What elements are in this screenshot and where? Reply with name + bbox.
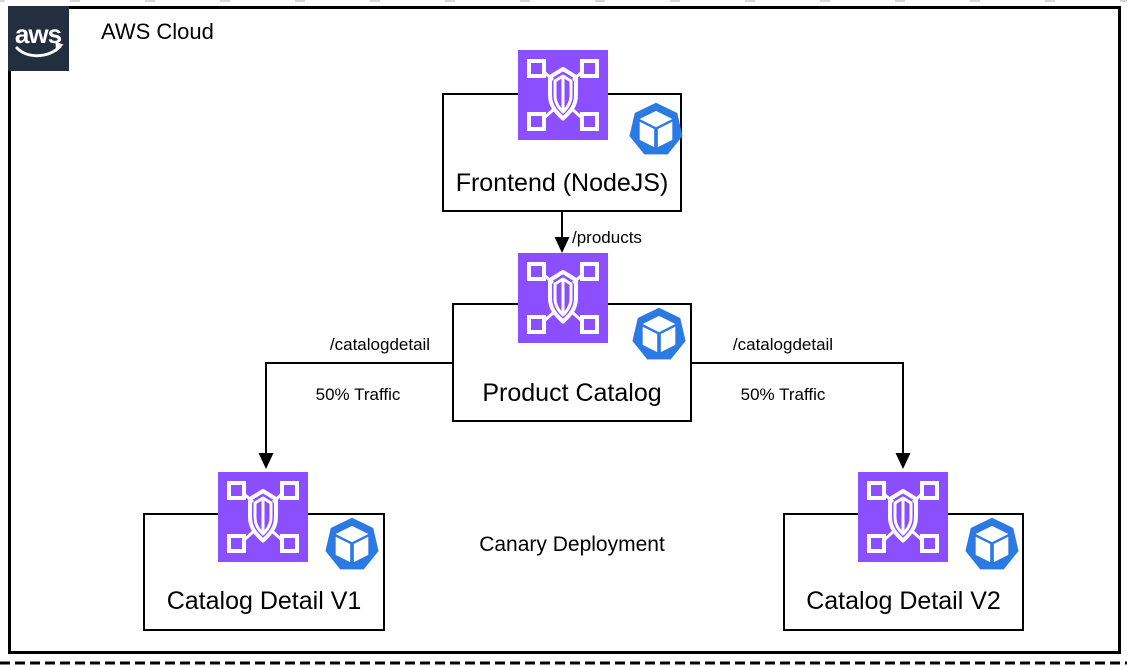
aws-logo-icon: aws: [15, 19, 64, 58]
edge-label-traffic-left: 50% Traffic: [315, 385, 401, 404]
aws-cloud-group-border: [8, 6, 1121, 654]
node-product-catalog-label: Product Catalog: [482, 379, 662, 408]
node-catalog-detail-v2-label: Catalog Detail V2: [806, 587, 1001, 616]
node-frontend-label: Frontend (NodeJS): [455, 169, 669, 198]
edge-label-catalogdetail-left: /catalogdetail: [329, 335, 431, 354]
aws-cloud-label: AWS Cloud: [101, 19, 214, 44]
app-mesh-icon: [518, 253, 608, 343]
app-mesh-icon: [518, 50, 608, 140]
app-mesh-icon: [858, 472, 948, 562]
edge-label-products: /products: [572, 228, 642, 247]
aws-logo: aws: [8, 6, 69, 71]
aws-smile-arrow-icon: [55, 42, 64, 52]
kubernetes-pod-icon: [323, 515, 381, 573]
edge-label-traffic-right: 50% Traffic: [740, 385, 826, 404]
edge-label-catalogdetail-right: /catalogdetail: [732, 335, 834, 354]
app-mesh-icon: [218, 472, 308, 562]
kubernetes-pod-icon: [627, 100, 685, 158]
canary-deployment-label: Canary Deployment: [479, 533, 665, 556]
node-catalog-detail-v1-label: Catalog Detail V1: [166, 587, 362, 616]
kubernetes-pod-icon: [630, 305, 688, 363]
aws-logo-text: aws: [15, 19, 62, 49]
kubernetes-pod-icon: [963, 515, 1021, 573]
